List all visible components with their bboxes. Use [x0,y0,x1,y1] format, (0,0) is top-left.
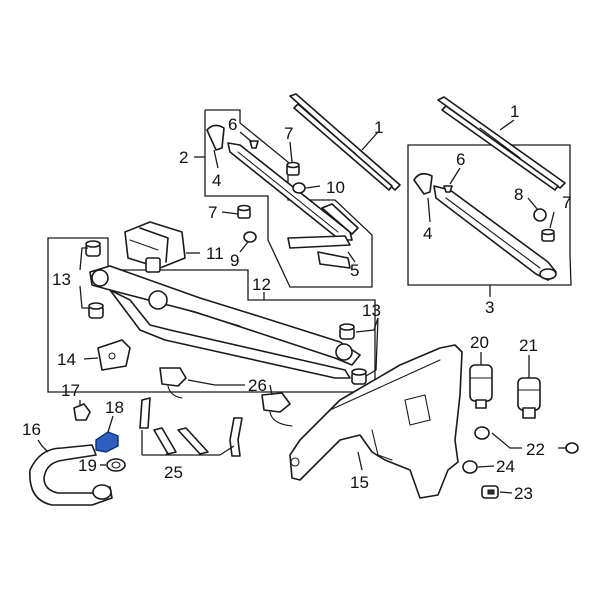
clip-6-b[interactable] [443,185,453,193]
connector-25-a[interactable] [139,397,151,429]
wiper-motor[interactable] [124,221,186,273]
grommet-13-d[interactable] [351,368,367,385]
wiper-linkage[interactable] [89,265,361,379]
callout-9: 9 [230,251,239,270]
callout-25: 25 [164,463,183,482]
group-2-frame [204,109,373,288]
grommet-13-a[interactable] [85,240,101,257]
callout-labels: 1 1 2 3 4 4 5 6 6 7 7 7 8 9 10 11 12 13 … [22,102,571,503]
callout-6-left: 6 [228,115,237,134]
washer-reservoir[interactable] [289,344,463,499]
connector-25-c[interactable] [177,427,209,455]
bracket-18-highlighted[interactable] [95,431,119,453]
callout-14: 14 [57,350,76,369]
callout-13-left: 13 [52,270,71,289]
nozzle-26-b[interactable] [261,392,293,427]
callout-16: 16 [22,420,41,439]
callout-18: 18 [105,398,124,417]
washer-pump-21[interactable] [517,377,541,419]
bracket-14[interactable] [97,339,131,371]
callout-15: 15 [350,473,369,492]
connector-25-b[interactable] [153,427,177,455]
callout-4-right: 4 [423,224,432,243]
grommet-13-c[interactable] [339,323,355,340]
callout-21: 21 [519,336,538,355]
clip-19[interactable] [106,458,126,472]
leader-lines [37,119,566,494]
callout-1-center: 1 [374,118,383,137]
callout-1-right: 1 [510,102,519,121]
nut-7-a[interactable] [286,161,300,176]
callout-8: 8 [514,185,523,204]
callout-2: 2 [179,148,188,167]
washer-pump-20[interactable] [469,364,493,409]
callout-7-b: 7 [208,203,217,222]
nut-7-c[interactable] [541,228,555,242]
callout-24: 24 [496,457,515,476]
connector-25-d[interactable] [229,417,243,457]
callout-23: 23 [514,484,533,503]
callout-10: 10 [326,178,345,197]
wiper-arm-right[interactable] [413,172,557,281]
hose-16[interactable] [29,444,113,506]
cap-24[interactable] [462,460,478,474]
callout-3: 3 [485,298,494,317]
callout-13-right: 13 [362,301,381,320]
group-12-frame [47,237,376,393]
grommet-22-b[interactable] [565,442,579,454]
clip-6-a[interactable] [249,140,259,149]
wiper-blade-right[interactable] [437,96,566,191]
sensor-23[interactable] [481,485,499,499]
callout-5: 5 [350,261,359,280]
cap-9[interactable] [243,231,257,243]
callout-26: 26 [248,376,267,395]
nozzle-26-a[interactable] [159,367,187,399]
cap-10[interactable] [292,182,306,194]
callout-19: 19 [78,456,97,475]
callout-22: 22 [526,440,545,459]
callout-6-right: 6 [456,150,465,169]
wiper-arm-left[interactable] [206,124,359,269]
callout-7-a: 7 [284,124,293,143]
wiper-blade-center[interactable] [289,93,401,191]
nut-7-b[interactable] [237,204,251,219]
callout-17: 17 [61,381,80,400]
callout-4-left: 4 [212,171,221,190]
plug-17[interactable] [73,403,91,421]
callout-12: 12 [252,275,271,294]
grommet-13-b[interactable] [88,302,104,319]
cap-8[interactable] [533,208,547,222]
grommet-22-a[interactable] [474,426,490,440]
callout-11: 11 [206,244,224,263]
group-3-frame [407,144,572,286]
callout-7-c: 7 [562,193,571,212]
callout-20: 20 [470,333,489,352]
